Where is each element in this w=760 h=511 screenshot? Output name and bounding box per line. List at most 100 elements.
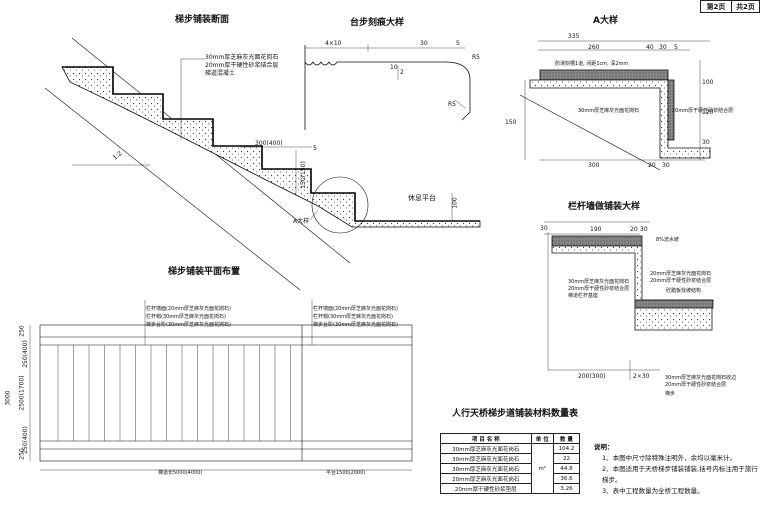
section-layer-2: 20mm厚干硬性砂浆结合层 (205, 62, 279, 69)
plan-left-callout-2: 梯步台阶(30mm厚芝麻灰光面花岗石) (146, 322, 232, 328)
note-item: 3、表中工程数量为全桥工程数量。 (602, 487, 704, 495)
row-name: 20mm厚芝麻灰光面花岗石 (440, 473, 532, 484)
plan-right-callout-2: 梯步台阶(30mm厚芝麻灰光面花岗石) (313, 322, 399, 328)
plan-hdim-1: 平台1500(2000) (326, 470, 366, 476)
detail-a-dim-1: 260 (588, 44, 600, 51)
section-layer-1: 30mm厚芝麻灰光面花岗石 (205, 54, 279, 61)
title-section: 梯步铺装断面 (175, 15, 230, 25)
detail-a-dim-8: 30 (702, 139, 710, 146)
detail-a-dim-5: 100 (702, 79, 714, 86)
tread-dim-3: 10 (390, 64, 398, 71)
row-unit: m² (530, 443, 554, 494)
row-name: 20mm厚干硬性砂浆垫层 (440, 483, 532, 494)
stair-plan (29, 300, 413, 471)
tread-dim-4: 2 (400, 69, 404, 76)
detail-a-dim-0: 335 (568, 33, 580, 40)
row-qty: 22 (552, 453, 581, 464)
slope-label: 1:2 (112, 150, 124, 162)
title-detail-a: A大样 (593, 16, 618, 26)
table-header-unit: 单 位 (530, 433, 554, 444)
railing-note-6: 砼踏板找坡结构 (666, 288, 702, 294)
section-detail-tag: A大样 (293, 218, 310, 225)
detail-a-dim-2: 40 (646, 44, 654, 51)
plan-right-callout-0: 栏杆墙面(20mm厚芝麻灰光面花岗石) (313, 306, 399, 312)
railing-note-5: 20mm厚干硬性砂浆结合层 (650, 278, 712, 284)
detail-a-dim-4: 5 (674, 44, 678, 51)
plan-vdim-1: 250(400) (21, 340, 29, 368)
plan-vdim-2: 2500(1700) (18, 375, 26, 411)
plan-step-lines (57, 345, 291, 441)
section-dim-5: 5 (313, 145, 317, 152)
tread-dim-0: 4×10 (325, 40, 342, 47)
tread-dim-5: R5 (472, 54, 480, 61)
note-item: 1、本图中尺寸除特殊注明外，余均以毫米计。 (602, 454, 737, 462)
detail-a-dim-10: 20 (648, 162, 656, 169)
row-qty: 44.8 (552, 463, 581, 474)
plan-left-callout-1: 栏杆帽(30mm厚芝麻灰光面花岗石) (146, 314, 227, 320)
railing-note-1: 30mm厚芝麻灰光面花岗石 (568, 279, 630, 285)
tread-detail (304, 44, 471, 130)
plan-vdim-0: 250 (18, 325, 26, 337)
row-qty: 36.6 (552, 473, 581, 484)
notes-block: 说明： 1、本图中尺寸除特殊注明外，余均以毫米计。 2、本图适用于天桥梯步铺装铺… (594, 442, 760, 497)
note-item: 2、本图适用于天桥梯步铺装铺装,括号内标注用于旅行梯步。 (602, 465, 758, 484)
railing-note-2: 20mm厚干硬性砂浆结合层 (568, 286, 630, 292)
table-header-name: 项 目 名 称 (440, 433, 532, 444)
title-plan: 梯步铺装平面布置 (168, 267, 241, 277)
detail-a-dim-7: 150 (505, 119, 517, 126)
tread-dim-2: 5 (456, 40, 460, 47)
section-tread-dim: 300(400) (255, 140, 283, 147)
railing-dim-0: 30 (540, 225, 548, 232)
railing-dim-5: 2×30 (633, 373, 650, 380)
section-riser-dim: 150(150) (299, 161, 307, 189)
detail-a-dim-11: 30 (662, 162, 670, 169)
railing-dim-2: 20 (630, 226, 638, 233)
detail-a-circle (311, 176, 369, 234)
railing-note-9: 梯步 (665, 391, 676, 397)
materials-table: 项 目 名 称 单 位 数 量 30mm厚芝麻灰光面花岗石 m² 104.2 3… (440, 433, 581, 494)
plan-right-callout-1: 栏杆帽(30mm厚芝麻灰光面花岗石) (313, 314, 394, 320)
tread-dim-1: 30 (420, 40, 428, 47)
table-header-qty: 数 量 (552, 433, 581, 444)
railing-detail (544, 221, 714, 380)
notes-heading: 说明： (594, 443, 614, 451)
detail-a-note-1: 30mm厚芝麻灰光面花岗石 (578, 108, 640, 114)
plan-vdim-5: 3000 (4, 390, 12, 406)
railing-dim-1: 190 (590, 226, 602, 233)
railing-note-8: 20mm厚干硬性砂浆结合层 (665, 382, 727, 388)
detail-a-note-2: 20mm厚干硬性砂浆结合层 (672, 108, 734, 114)
table-row: 30mm厚芝麻灰光面花岗石 22 (440, 453, 581, 464)
detail-a (519, 40, 711, 171)
detail-a-dim-3: 30 (659, 44, 667, 51)
title-table: 人行天桥梯步道铺装材料数量表 (452, 409, 579, 419)
row-name: 30mm厚芝麻灰光面花岗石 (440, 453, 532, 464)
tread-dim-6: R5 (448, 101, 456, 108)
table-row: 30mm厚芝麻灰光面花岗石 44.8 (440, 463, 581, 474)
row-name: 30mm厚芝麻灰光面花岗石 (440, 463, 532, 474)
table-row: 20mm厚干硬性砂浆垫层 3.26 (440, 483, 581, 494)
railing-dim-3: 30 (640, 226, 648, 233)
row-qty: 3.26 (552, 483, 581, 494)
detail-a-dim-9: 300 (588, 162, 600, 169)
railing-note-7: 30mm厚芝麻灰光面花岗石收边 (665, 375, 737, 381)
section-landing-label: 休息平台 (408, 194, 436, 202)
railing-note-0: 8%流水坡 (656, 237, 679, 243)
plan-vdim-4: 250 (18, 448, 26, 460)
railing-dim-4: 200(300) (578, 373, 606, 380)
detail-a-dim-6: 120 (702, 109, 714, 116)
stair-section (44, 37, 481, 291)
plan-left-callout-0: 栏杆墙面(20mm厚芝麻灰光面花岗石) (146, 306, 232, 312)
table-row: 20mm厚芝麻灰光面花岗石 36.6 (440, 473, 581, 484)
railing-note-3: 梯道栏杆基座 (568, 293, 599, 299)
section-dim-100: 100 (451, 197, 459, 209)
title-tread-detail: 台步刻痕大样 (350, 18, 405, 28)
table-row: 30mm厚芝麻灰光面花岗石 m² 104.2 (440, 443, 581, 494)
row-qty: 104.2 (552, 443, 581, 454)
row-name: 30mm厚芝麻灰光面花岗石 (440, 443, 532, 454)
plan-hdim-0: 梯道长5000(4000) (158, 470, 203, 476)
detail-a-note-0: 防滑刻槽1道, 间距1cm, 深2mm (555, 61, 629, 67)
section-layer-3: 梯道混凝土 (205, 70, 236, 77)
railing-note-4: 20mm厚芝麻灰光面花岗石 (650, 271, 712, 277)
title-railing-detail: 栏杆墙做铺装大样 (568, 202, 641, 212)
